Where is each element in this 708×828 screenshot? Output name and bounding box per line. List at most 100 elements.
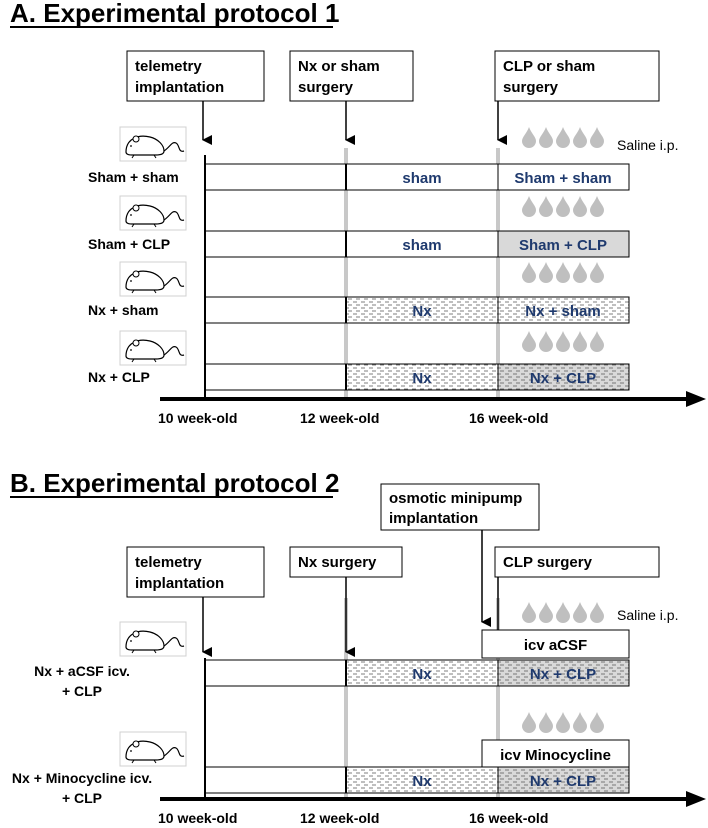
event-minipump-line1: osmotic minipump [389, 490, 522, 507]
drop-icon [539, 127, 553, 148]
drop-icon [573, 331, 587, 352]
protocol1-title: A. Experimental protocol 1 [10, 0, 339, 28]
period-pre [204, 659, 347, 687]
event-telemetry-line2: implantation [135, 79, 224, 96]
mouse-icon [119, 195, 187, 231]
group-label: Sham + sham [88, 169, 179, 185]
drop-icon [539, 196, 553, 217]
mouse-icon [119, 731, 187, 767]
period-end [497, 766, 630, 794]
period-pre [204, 163, 347, 191]
mouse-icon [119, 261, 187, 297]
drop-icon [556, 602, 570, 623]
group-label: Nx + CLP [88, 369, 150, 385]
event-clp-sham-line2: surgery [503, 79, 559, 96]
period-mid-label: Nx [412, 370, 432, 387]
drop-icon [522, 127, 536, 148]
drop-icon [522, 712, 536, 733]
drop-icon [590, 127, 604, 148]
period-end [497, 363, 630, 391]
period-pre [204, 766, 347, 794]
period-end [497, 163, 630, 191]
saline-label-2: Saline i.p. [617, 607, 678, 623]
period-pre [204, 296, 347, 324]
event-clp-surgery: CLP surgery [494, 546, 660, 578]
group-label: Nx + Minocycline icv. [12, 770, 152, 786]
drop-icon [590, 602, 604, 623]
drop-icon [522, 331, 536, 352]
drop-icon [539, 602, 553, 623]
drop-icon [522, 602, 536, 623]
period-mid-label: sham [402, 237, 441, 254]
timeline-arrow-icon [686, 391, 706, 407]
drop-icon [590, 712, 604, 733]
icv-label: icv Minocycline [500, 747, 611, 764]
event-nx-surgery-label: Nx surgery [298, 554, 377, 571]
tick-16wk-2: 16 week-old [469, 810, 548, 826]
event-telemetry-line1: telemetry [135, 58, 202, 75]
event-nx-sham-line2: surgery [298, 79, 354, 96]
tick-10wk: 10 week-old [158, 410, 237, 426]
group-label: Nx + sham [88, 302, 158, 318]
period-end [497, 659, 630, 687]
drop-icon [590, 196, 604, 217]
event-minipump-line2: implantation [389, 510, 478, 527]
drop-icon [522, 196, 536, 217]
period-mid-label: sham [402, 170, 441, 187]
event-nx-sham-line1: Nx or sham [298, 58, 380, 75]
drop-icon [573, 196, 587, 217]
drop-icon [573, 127, 587, 148]
period-end-label: Nx + CLP [530, 666, 596, 683]
drop-icon [556, 712, 570, 733]
event-telemetry2-line2: implantation [135, 575, 224, 592]
period-end [497, 296, 630, 324]
period-end-label: Sham + CLP [519, 237, 607, 254]
event-telemetry-2: telemetry implantation [126, 546, 265, 598]
group-row: Sham + sham sham Sham + sham [88, 163, 630, 191]
protocol2-title: B. Experimental protocol 2 [10, 468, 339, 498]
timeline-arrow-icon [686, 791, 706, 807]
drop-icon [573, 712, 587, 733]
drop-icon [556, 127, 570, 148]
drop-icon [522, 262, 536, 283]
event-clp-sham-line1: CLP or sham [503, 58, 595, 75]
event-telemetry2-line1: telemetry [135, 554, 202, 571]
period-mid [345, 296, 499, 324]
period-pre [204, 230, 347, 258]
event-clp-or-sham: CLP or sham surgery [494, 50, 660, 102]
period-mid [345, 163, 499, 191]
group-label-line2: + CLP [62, 790, 102, 806]
period-pre [204, 363, 347, 391]
group-label-line2: + CLP [62, 683, 102, 699]
tick-12wk-2: 12 week-old [300, 810, 379, 826]
drop-icon [573, 262, 587, 283]
tick-12wk: 12 week-old [300, 410, 379, 426]
drop-icon [539, 262, 553, 283]
period-end-label: Nx + CLP [530, 370, 596, 387]
saline-label: Saline i.p. [617, 137, 678, 153]
drop-icon [573, 602, 587, 623]
period-mid-label: Nx [412, 303, 432, 320]
period-end-label: Nx + CLP [530, 773, 596, 790]
period-end-label: Sham + sham [514, 170, 611, 187]
period-mid-label: Nx [412, 666, 432, 683]
period-mid [345, 766, 499, 794]
tick-10wk-2: 10 week-old [158, 810, 237, 826]
icv-box [481, 629, 630, 659]
event-telemetry: telemetry implantation [126, 50, 265, 102]
period-mid-label: Nx [412, 773, 432, 790]
icv-label: icv aCSF [524, 637, 587, 654]
mouse-icon [119, 330, 187, 366]
period-end [497, 230, 630, 258]
tick-16wk: 16 week-old [469, 410, 548, 426]
drop-icon [556, 262, 570, 283]
drop-icon [539, 712, 553, 733]
event-nx-surgery: Nx surgery [289, 546, 403, 578]
drop-icon [590, 331, 604, 352]
drop-icon [590, 262, 604, 283]
